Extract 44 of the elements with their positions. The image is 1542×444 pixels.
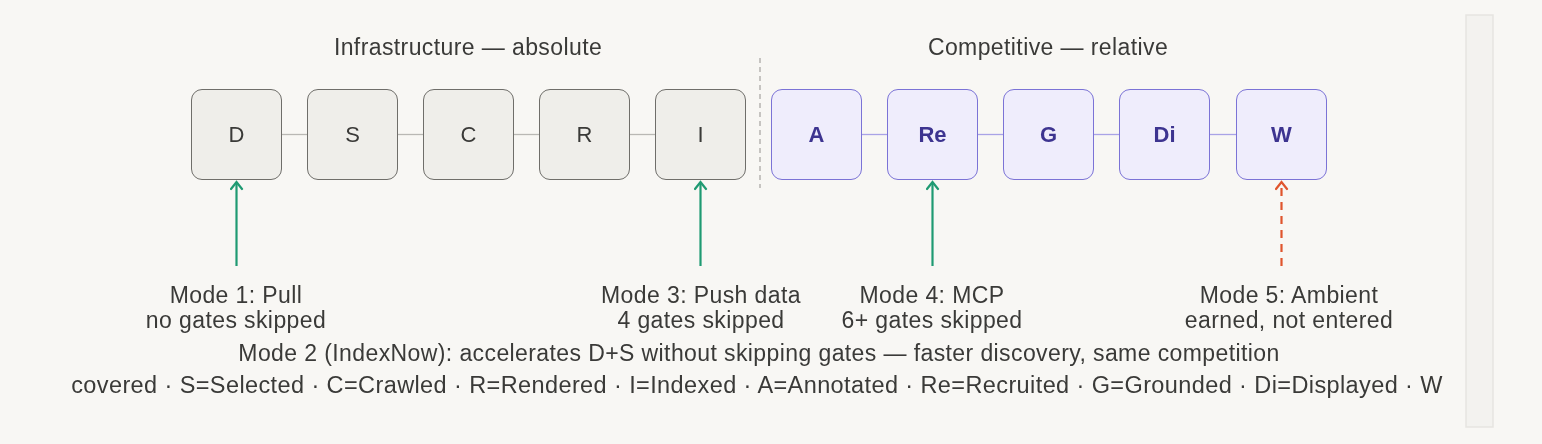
stage-box [1119, 89, 1210, 180]
stage-box [1003, 89, 1094, 180]
stage-box [655, 89, 746, 180]
stage-code: Di [1153, 121, 1176, 148]
stage-box [887, 89, 978, 180]
stage-code: G [1039, 121, 1058, 148]
stage-box [423, 89, 514, 180]
mode-note: no gates skipped [145, 308, 327, 333]
mode-title: Mode 1: Pull [169, 283, 303, 308]
arrow [229, 180, 244, 266]
connector-line [1209, 133, 1237, 136]
mode-title: Mode 5: Ambient [1199, 283, 1379, 308]
mode-note: earned, not entered [1184, 308, 1394, 333]
stage-code: D [228, 121, 245, 148]
footnote: Mode 2 (IndexNow): accelerates D+S without skipping gates — faster discovery, same competition [238, 340, 1280, 367]
connector-line [513, 133, 540, 136]
stage-code: S [345, 121, 360, 148]
arrow [1274, 180, 1289, 266]
mode-note: 4 gates skipped [617, 308, 785, 333]
connector-line [629, 133, 656, 136]
connector-line [397, 133, 424, 136]
stage-code: A [808, 121, 825, 148]
connector-line [1093, 133, 1120, 136]
stage-code: W [1271, 121, 1292, 148]
arrow [693, 180, 708, 266]
mode-title: Mode 4: MCP [859, 283, 1005, 308]
mode-note: 6+ gates skipped [841, 308, 1023, 333]
section-heading: Competitive — relative [927, 34, 1169, 61]
connector-line [861, 133, 888, 136]
connector-line [281, 133, 308, 136]
abbreviation-key: covered · S=Selected · C=Crawled · R=Rendered · I=Indexed · A=Annotated · Re=Recruited · G=Grounded · Di=Displayed · W [71, 372, 1443, 399]
mode-title: Mode 3: Push data [601, 283, 801, 308]
stage-code: C [460, 121, 477, 148]
stage-box [307, 89, 398, 180]
stage-box [191, 89, 282, 180]
arrow [925, 180, 940, 266]
stage-code: I [697, 121, 704, 148]
connector-line [977, 133, 1004, 136]
stage-code: Re [918, 121, 947, 148]
section-heading: Infrastructure — absolute [333, 34, 603, 61]
stage-code: R [576, 121, 593, 148]
stage-box [1236, 89, 1327, 180]
stage-box [771, 89, 862, 180]
stage-box [539, 89, 630, 180]
